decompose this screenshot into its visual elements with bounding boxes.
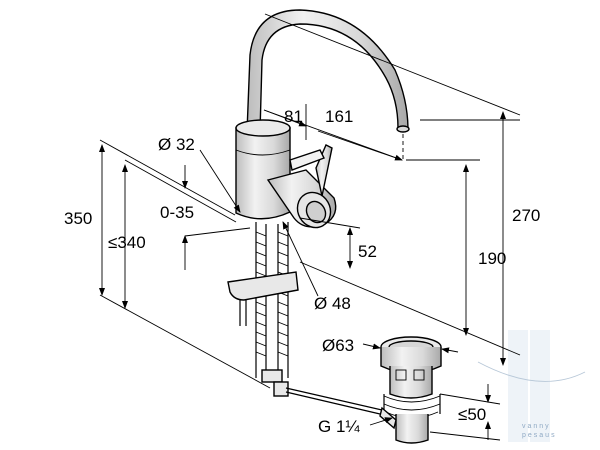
dim-270: 270 bbox=[512, 206, 540, 225]
dim-dia-48: Ø 48 bbox=[314, 294, 351, 313]
pop-up-waste bbox=[379, 336, 442, 444]
faucet-spout bbox=[246, 9, 410, 160]
dim-52: 52 bbox=[358, 242, 377, 261]
faucet-shank-hoses bbox=[227, 222, 383, 415]
dim-340: ≤340 bbox=[108, 233, 146, 252]
dim-dia-32: Ø 32 bbox=[158, 135, 195, 154]
faucet-lever bbox=[266, 144, 337, 229]
dim-0-35: 0-35 bbox=[160, 203, 194, 222]
dim-max-50: ≤50 bbox=[458, 405, 486, 424]
dimension-lines bbox=[99, 13, 521, 441]
watermark-line2: pesaus bbox=[522, 432, 557, 439]
dim-350: 350 bbox=[64, 209, 92, 228]
dim-thread: G 1¼ bbox=[318, 417, 360, 436]
watermark: vanny pesaus bbox=[477, 330, 586, 442]
dim-161: 161 bbox=[325, 107, 353, 126]
dim-81: 81 bbox=[284, 107, 303, 126]
faucet-body bbox=[235, 119, 291, 220]
watermark-line1: vanny bbox=[522, 423, 551, 430]
dim-190: 190 bbox=[478, 249, 506, 268]
dimension-labels: 81 161 Ø 32 0-35 350 ≤340 52 190 270 Ø 4… bbox=[64, 107, 540, 436]
dim-dia-63: Ø63 bbox=[322, 336, 354, 355]
